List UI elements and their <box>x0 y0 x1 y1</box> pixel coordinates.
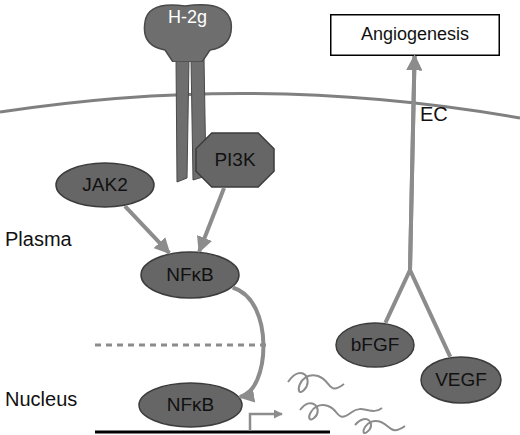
protein-ellipse: VEGF <box>420 356 502 404</box>
receptor-stalk <box>176 58 189 182</box>
region-label: EC <box>420 103 448 126</box>
mrna-strand <box>288 373 344 392</box>
mrna-strand <box>355 419 405 433</box>
protein-ellipse-shape <box>139 383 242 427</box>
node-text: bFGF <box>351 335 400 356</box>
receptor-head: H-2g <box>140 0 235 62</box>
node-text: NFκB <box>166 265 214 286</box>
node-text: NFκB <box>167 395 215 416</box>
protein-ellipse: bFGF <box>335 322 415 368</box>
nuclear-envelope <box>95 344 270 347</box>
node-text: VEGF <box>435 370 487 391</box>
receptor-head-shape <box>144 5 231 62</box>
mrna-strand <box>300 403 382 419</box>
dna-line <box>95 431 330 434</box>
signal-arrow <box>199 188 224 251</box>
protein-ellipse: NFκB <box>140 251 240 299</box>
region-label: Plasma <box>5 228 72 251</box>
protein-ellipse-shape <box>421 357 501 403</box>
protein-octagon: PI3K <box>195 132 275 188</box>
protein-ellipse: NFκB <box>138 382 243 428</box>
signal-arrow <box>125 206 169 253</box>
process-box-shape <box>331 15 500 56</box>
protein-octagon-shape <box>196 133 274 187</box>
node-text: H-2g <box>168 8 207 28</box>
region-label: Nucleus <box>5 388 77 411</box>
protein-ellipse-shape <box>336 323 414 367</box>
transcription-start <box>250 414 282 431</box>
protein-ellipse-shape <box>141 252 239 298</box>
signal-arrow <box>233 288 264 397</box>
node-text: PI3K <box>214 150 255 171</box>
node-text: JAK2 <box>82 175 127 196</box>
node-text: Angiogenesis <box>361 25 469 45</box>
signal-arrow <box>410 56 450 357</box>
protein-ellipse: JAK2 <box>55 162 155 208</box>
protein-ellipse-shape <box>56 163 154 207</box>
process-box: Angiogenesis <box>330 14 500 56</box>
